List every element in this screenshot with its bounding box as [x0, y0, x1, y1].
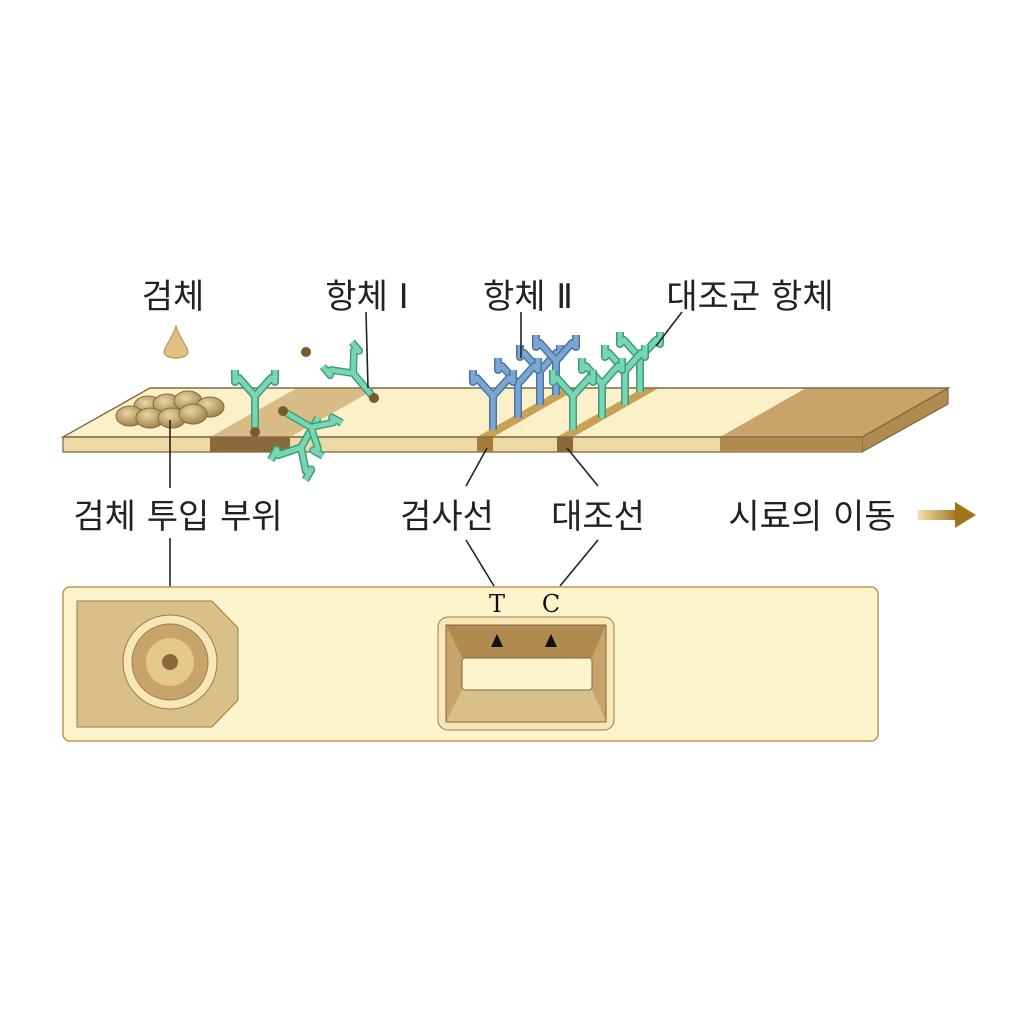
- cassette-control-mark: C: [542, 590, 560, 618]
- test-triangle-icon: [491, 634, 503, 647]
- sample-droplet-icon: [163, 324, 189, 359]
- label-test-line: 검사선: [400, 497, 494, 537]
- flow-arrow-icon: [918, 502, 976, 528]
- antibody-1-group: [235, 342, 389, 480]
- label-antibody-1: 항체 Ⅰ: [325, 277, 408, 317]
- test-cassette: T C: [62, 586, 879, 742]
- label-control-line: 대조선: [551, 497, 645, 537]
- test-strip: [60, 386, 951, 454]
- control-line: [557, 388, 659, 437]
- label-sample-pad: 검체 투입 부위: [73, 497, 282, 537]
- cassette-test-mark: T: [489, 590, 505, 618]
- label-control-antibody: 대조군 항체: [666, 277, 833, 317]
- sample-particles: [115, 390, 225, 429]
- absorbent-pad: [720, 388, 948, 437]
- absorbent-pad-front: [720, 437, 862, 452]
- label-antibody-2: 항체 Ⅱ: [483, 277, 573, 317]
- test-line-front: [477, 437, 493, 452]
- test-line: [477, 388, 579, 437]
- control-line-front: [557, 437, 573, 452]
- sample-well: [162, 654, 178, 670]
- label-sample: 검체: [142, 277, 205, 317]
- label-flow: 시료의 이동: [728, 497, 895, 537]
- control-triangle-icon: [545, 634, 557, 647]
- conjugate-pad-front: [210, 437, 290, 452]
